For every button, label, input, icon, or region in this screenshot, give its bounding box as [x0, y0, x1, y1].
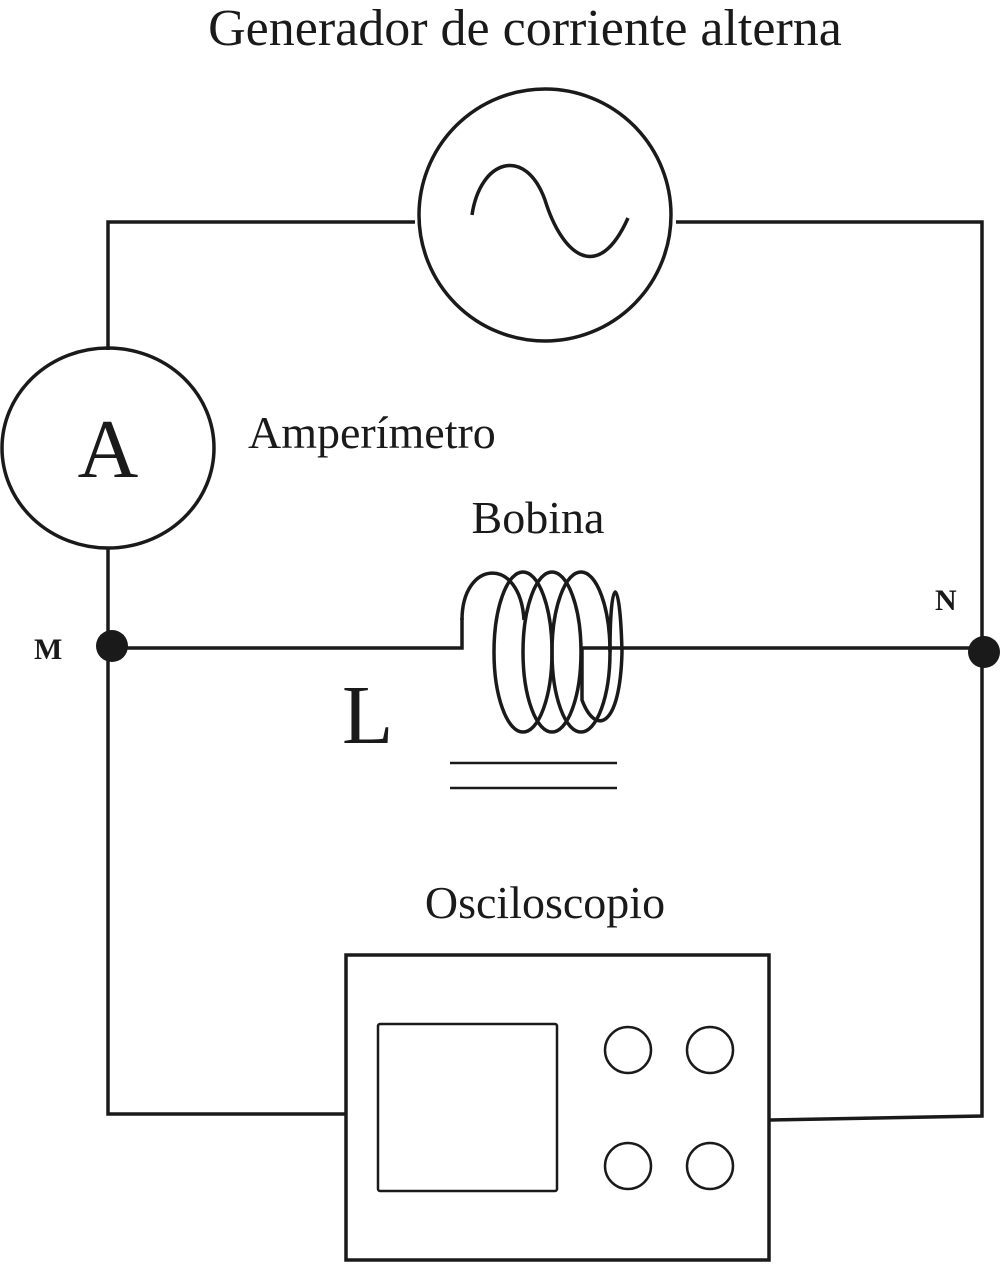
node-m-label: M	[34, 633, 62, 666]
wire-left	[106, 548, 346, 1116]
ac-sine-wave-icon	[470, 163, 630, 259]
node-n-label: N	[935, 584, 957, 617]
node-m	[96, 630, 128, 662]
ammeter-label: Amperímetro	[248, 407, 496, 458]
oscilloscope-knob-3	[603, 1141, 653, 1191]
oscilloscope-label: Osciloscopio	[425, 877, 665, 928]
ac-generator	[417, 87, 673, 343]
generator-circle	[417, 87, 673, 343]
oscilloscope-knob-1	[603, 1025, 653, 1075]
oscilloscope-knob-2	[685, 1025, 735, 1075]
ammeter: A	[0, 346, 216, 550]
wire-top-right	[676, 220, 984, 652]
oscilloscope-icon	[344, 953, 771, 1262]
wire-right	[769, 652, 984, 1122]
oscilloscope-knob-4	[685, 1141, 735, 1191]
generator-label: Generador de corriente alterna	[208, 0, 842, 57]
oscilloscope-body	[344, 953, 771, 1262]
coil-label: Bobina	[472, 492, 605, 543]
node-n	[968, 636, 1000, 668]
inductor-coil-icon	[460, 570, 624, 734]
wire-top-left	[106, 220, 415, 350]
wire-middle-left	[108, 618, 464, 650]
inductance-label: L	[342, 669, 393, 762]
oscilloscope-screen	[376, 1022, 559, 1193]
ammeter-symbol: A	[78, 403, 139, 496]
